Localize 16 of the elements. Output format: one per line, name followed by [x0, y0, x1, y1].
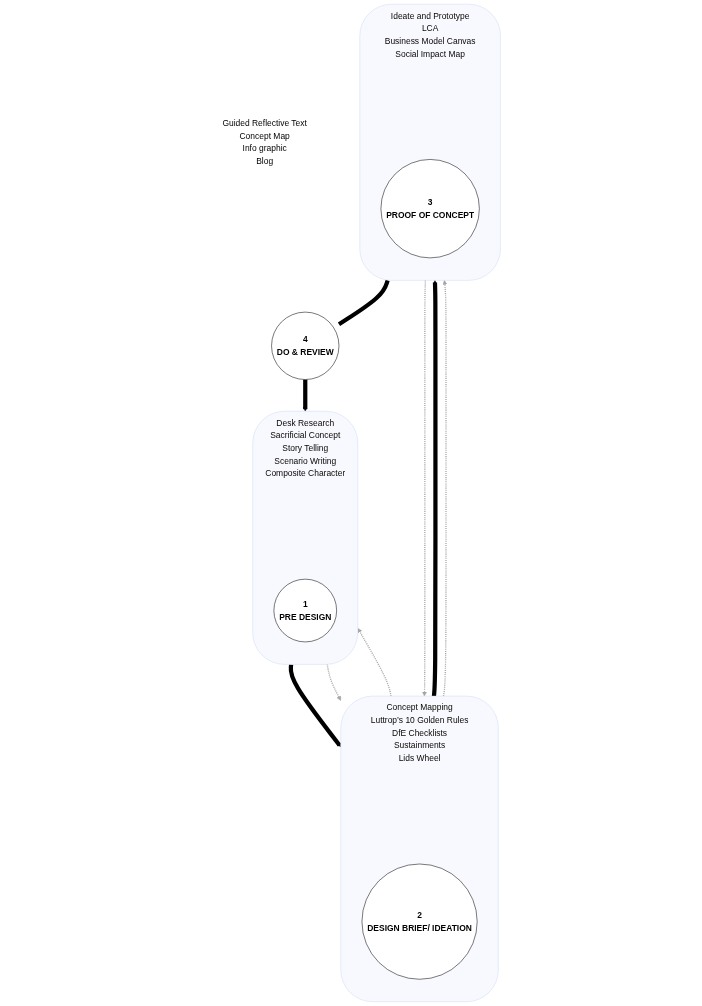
node-label: Concept Map: [239, 131, 290, 141]
node-circle: 1 PRE DESIGN: [273, 578, 337, 643]
arrow: [442, 280, 448, 697]
node-circle: 4 DO & REVIEW: [271, 311, 340, 380]
node-circle: 3 PROOF OF CONCEPT: [380, 159, 480, 259]
node-label: Blog: [256, 156, 274, 166]
arrow: [431, 280, 438, 697]
arrow: [303, 379, 308, 412]
arrow: [326, 663, 342, 701]
arrow: [357, 628, 392, 697]
node-label: Guided Reflective Text: [222, 118, 307, 128]
arrow: [288, 664, 342, 748]
node-label: Info graphic: [242, 143, 287, 153]
node-circle: 2 DESIGN BRIEF/ IDEATION: [361, 863, 478, 980]
arrow: [422, 279, 427, 697]
connector: [337, 279, 390, 327]
